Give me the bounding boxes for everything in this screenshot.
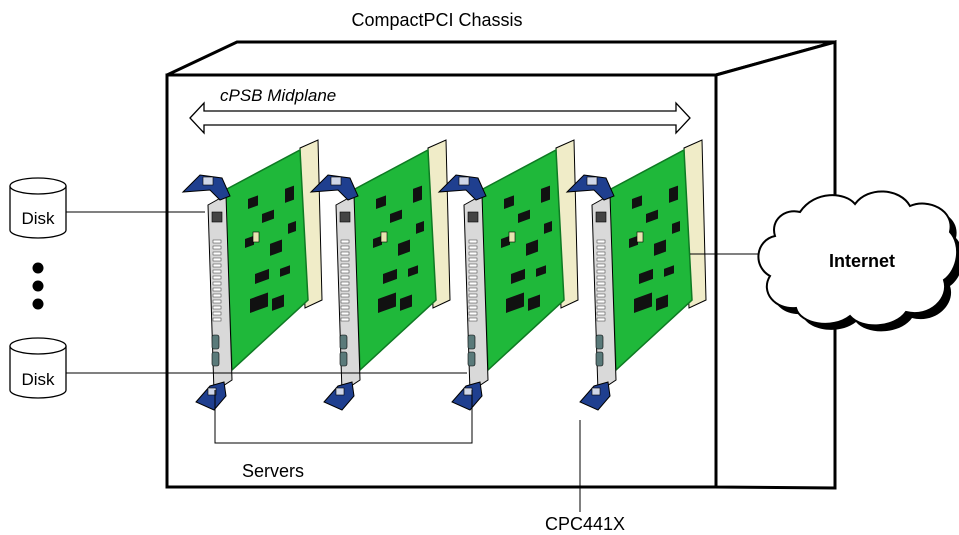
board-chip bbox=[672, 220, 680, 234]
board-chip bbox=[646, 209, 658, 223]
board-chip bbox=[413, 185, 422, 203]
server-board bbox=[565, 139, 707, 411]
board-chip bbox=[504, 195, 514, 210]
board-chip bbox=[245, 235, 254, 249]
board-chip bbox=[669, 185, 678, 203]
midplane-arrow bbox=[189, 101, 691, 135]
top-ejector-handle bbox=[181, 174, 231, 201]
board-chip bbox=[255, 268, 269, 284]
board-chip bbox=[664, 265, 674, 277]
connection-lines bbox=[60, 211, 765, 512]
board-chip bbox=[280, 265, 290, 277]
board-chip bbox=[376, 195, 386, 210]
internet-cloud bbox=[757, 190, 959, 332]
disk-1: Disk bbox=[9, 177, 67, 239]
board-chip bbox=[262, 209, 274, 223]
board-chip bbox=[634, 292, 652, 314]
board-chip bbox=[416, 220, 424, 234]
midplane-label: cPSB Midplane bbox=[220, 86, 336, 105]
board-chip bbox=[252, 231, 260, 243]
bottom-ejector-handle bbox=[451, 381, 483, 411]
board-chip bbox=[288, 220, 296, 234]
board-chip bbox=[248, 195, 258, 210]
board-chip bbox=[632, 195, 642, 210]
top-ejector-handle bbox=[437, 174, 487, 201]
board-chip bbox=[654, 239, 666, 256]
server-board bbox=[309, 139, 451, 411]
top-ejector-handle bbox=[309, 174, 359, 201]
disk-2: Disk bbox=[9, 337, 67, 399]
board-chip bbox=[536, 265, 546, 277]
board-chip bbox=[285, 185, 294, 203]
server-board bbox=[181, 139, 323, 411]
board-chip bbox=[656, 294, 668, 311]
board-chip bbox=[272, 294, 284, 311]
board-chip bbox=[544, 220, 552, 234]
board-chip bbox=[636, 231, 644, 243]
cpc-model-label: CPC441X bbox=[545, 514, 625, 534]
disk-label: Disk bbox=[21, 209, 55, 228]
board-chip bbox=[508, 231, 516, 243]
servers-bracket bbox=[214, 390, 473, 444]
disk-label: Disk bbox=[21, 370, 55, 389]
board-chip bbox=[526, 239, 538, 256]
board-chip bbox=[511, 268, 525, 284]
board-chip bbox=[398, 239, 410, 256]
servers-label: Servers bbox=[242, 461, 304, 481]
board-chip bbox=[373, 235, 382, 249]
board-chip bbox=[383, 268, 397, 284]
internet-label: Internet bbox=[829, 251, 895, 271]
top-ejector-handle bbox=[565, 174, 615, 201]
board-chip bbox=[250, 292, 268, 314]
board-chip bbox=[541, 185, 550, 203]
board-chip bbox=[380, 231, 388, 243]
server-boards bbox=[181, 139, 707, 411]
board-chip bbox=[270, 239, 282, 256]
board-chip bbox=[400, 294, 412, 311]
board-chip bbox=[528, 294, 540, 311]
board-chip bbox=[501, 235, 510, 249]
board-chip bbox=[518, 209, 530, 223]
board-chip bbox=[378, 292, 396, 314]
bottom-ejector-handle bbox=[579, 381, 611, 411]
bottom-ejector-handle bbox=[195, 381, 227, 411]
server-board bbox=[437, 139, 579, 411]
ellipsis-dots bbox=[32, 262, 44, 310]
chassis-title: CompactPCI Chassis bbox=[351, 10, 522, 30]
board-chip bbox=[408, 265, 418, 277]
board-chip bbox=[390, 209, 402, 223]
bottom-ejector-handle bbox=[323, 381, 355, 411]
board-chip bbox=[506, 292, 524, 314]
board-chip bbox=[639, 268, 653, 284]
board-chip bbox=[629, 235, 638, 249]
